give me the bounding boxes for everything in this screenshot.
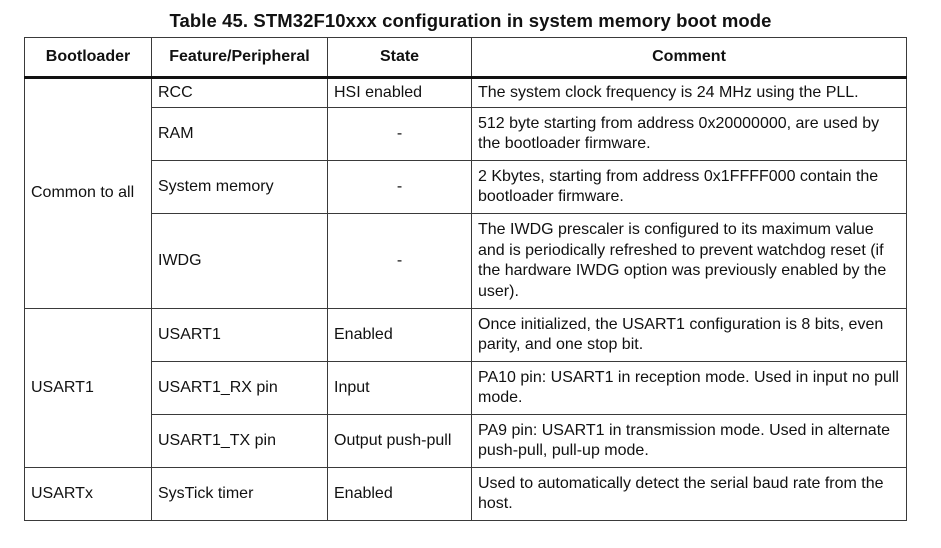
table-row: USARTx SysTick timer Enabled Used to aut… bbox=[24, 467, 907, 521]
config-table: Bootloader Feature/Peripheral State Comm… bbox=[24, 37, 907, 521]
feature-cell: IWDG bbox=[151, 213, 328, 309]
state-cell: - bbox=[327, 213, 472, 309]
comment-cell: PA10 pin: USART1 in reception mode. Used… bbox=[471, 361, 907, 415]
col-header-comment: Comment bbox=[471, 37, 907, 79]
state-cell: Output push-pull bbox=[327, 414, 472, 468]
comment-cell: PA9 pin: USART1 in transmission mode. Us… bbox=[471, 414, 907, 468]
table-row: USART1_RX pin Input PA10 pin: USART1 in … bbox=[25, 361, 907, 415]
feature-cell: SysTick timer bbox=[151, 467, 328, 521]
comment-cell: Once initialized, the USART1 configurati… bbox=[471, 308, 907, 362]
state-cell: HSI enabled bbox=[327, 77, 472, 108]
header-row: Bootloader Feature/Peripheral State Comm… bbox=[24, 37, 907, 79]
comment-cell: 2 Kbytes, starting from address 0x1FFFF0… bbox=[471, 160, 907, 214]
table-row: RAM - 512 byte starting from address 0x2… bbox=[25, 107, 907, 161]
comment-cell: The system clock frequency is 24 MHz usi… bbox=[471, 77, 907, 108]
state-cell: - bbox=[327, 107, 472, 161]
group-cell-common: Common to all bbox=[24, 77, 152, 309]
table-row: IWDG - The IWDG prescaler is configured … bbox=[25, 213, 907, 309]
feature-cell: RAM bbox=[151, 107, 328, 161]
col-header-bootloader: Bootloader bbox=[24, 37, 152, 79]
state-cell: Input bbox=[327, 361, 472, 415]
comment-cell: The IWDG prescaler is configured to its … bbox=[471, 213, 907, 309]
state-cell: - bbox=[327, 160, 472, 214]
col-header-feature: Feature/Peripheral bbox=[151, 37, 328, 79]
comment-cell: 512 byte starting from address 0x2000000… bbox=[471, 107, 907, 161]
group-cell-usart1: USART1 bbox=[24, 308, 152, 468]
state-cell: Enabled bbox=[327, 308, 472, 362]
feature-cell: USART1 bbox=[151, 308, 328, 362]
col-header-state: State bbox=[327, 37, 472, 79]
table-row: Common to all RCC HSI enabled The system… bbox=[24, 77, 907, 309]
table-row: USART1 USART1 Enabled Once initialized, … bbox=[24, 308, 907, 468]
group-cell-usartx: USARTx bbox=[24, 467, 152, 521]
feature-cell: RCC bbox=[151, 77, 328, 108]
comment-cell: Used to automatically detect the serial … bbox=[471, 467, 907, 521]
table-title: Table 45. STM32F10xxx configuration in s… bbox=[169, 10, 772, 31]
state-cell: Enabled bbox=[327, 467, 472, 521]
table-row: System memory - 2 Kbytes, starting from … bbox=[25, 160, 907, 214]
feature-cell: System memory bbox=[151, 160, 328, 214]
table-row: USART1_TX pin Output push-pull PA9 pin: … bbox=[25, 414, 907, 468]
feature-cell: USART1_TX pin bbox=[151, 414, 328, 468]
feature-cell: USART1_RX pin bbox=[151, 361, 328, 415]
